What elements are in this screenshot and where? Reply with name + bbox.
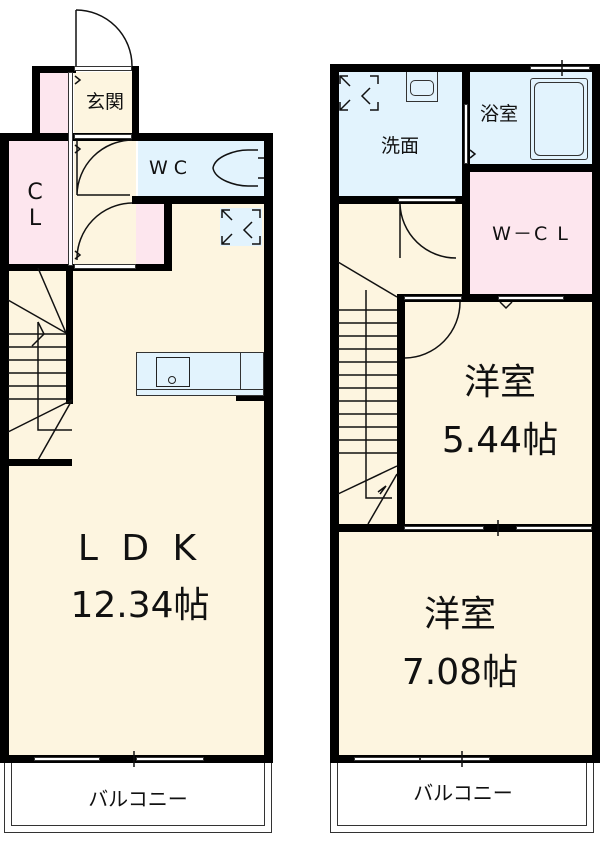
bathtub-inner <box>534 82 584 156</box>
balcony-2-inner <box>337 763 587 826</box>
walk-in-closet-label: W－C L <box>492 223 570 245</box>
window <box>136 757 204 761</box>
sink-drain <box>168 376 176 384</box>
wall <box>132 196 272 204</box>
door-marker-icon <box>74 75 513 310</box>
closet-label-l: L <box>28 206 42 231</box>
balcony-2 <box>330 763 594 833</box>
wall <box>462 64 470 296</box>
balcony-1-inner <box>11 763 265 826</box>
counter-divider <box>240 352 241 390</box>
room-bathroom <box>470 72 592 164</box>
bedroom-2-size: 7.08帖 <box>401 652 519 693</box>
ldk-size: 12.34帖 <box>70 585 210 626</box>
hallway <box>74 140 136 265</box>
bathroom-label: 浴室 <box>479 103 518 125</box>
ldk-name: L D K <box>77 528 203 569</box>
wall <box>0 133 9 763</box>
kitchen-counter[interactable] <box>136 352 264 396</box>
washroom-label: 洗面 <box>380 135 419 157</box>
wall <box>397 294 405 530</box>
kitchen-sink <box>156 357 190 387</box>
wash-basin <box>406 72 438 102</box>
room-washroom <box>338 72 462 197</box>
front-door[interactable] <box>75 9 133 67</box>
closet-label-c: C <box>27 180 43 205</box>
window <box>74 66 132 71</box>
bedroom-1-size: 5.44帖 <box>441 420 559 461</box>
wall <box>32 66 76 73</box>
window <box>516 526 592 530</box>
window-tick <box>133 60 563 767</box>
wall <box>66 264 73 404</box>
wall <box>330 64 339 763</box>
room-bedroom-1 <box>404 302 592 524</box>
door-swing[interactable] <box>76 139 461 359</box>
ventilation-icon <box>339 75 379 111</box>
window <box>420 757 490 761</box>
counter-edge <box>136 389 264 390</box>
window <box>68 72 73 266</box>
staircase[interactable] <box>337 261 398 525</box>
window <box>464 104 468 164</box>
room-walk-in-closet <box>470 172 592 296</box>
window <box>398 198 456 202</box>
window <box>404 296 462 300</box>
staircase[interactable] <box>7 267 73 461</box>
balcony-2-label: バルコニー <box>413 781 513 805</box>
entrance-label: 玄関 <box>85 91 124 113</box>
toilet-icon <box>212 149 264 187</box>
room-wc <box>138 140 264 196</box>
window <box>74 264 136 269</box>
bathtub <box>530 78 588 160</box>
window <box>354 757 420 761</box>
window <box>498 296 564 300</box>
ventilation-icon <box>221 209 261 245</box>
wall <box>0 459 72 466</box>
storage-niche <box>136 202 164 264</box>
wall <box>264 133 273 763</box>
balcony-1-label: バルコニー <box>88 787 188 811</box>
shoe-storage <box>38 72 68 134</box>
room-closet <box>8 140 68 265</box>
window <box>74 134 132 139</box>
wall <box>32 66 40 140</box>
bedroom-1-name: 洋室 <box>463 362 536 403</box>
window <box>34 757 100 761</box>
window <box>404 526 484 530</box>
wall <box>462 164 600 172</box>
room-entrance <box>74 72 132 134</box>
wall <box>132 66 139 140</box>
window <box>530 66 590 70</box>
wall <box>236 396 264 401</box>
wall <box>0 133 272 141</box>
wall <box>592 64 600 763</box>
room-bedroom-2 <box>338 532 592 757</box>
balcony-1 <box>4 763 272 833</box>
wash-basin-bowl <box>410 80 434 96</box>
wc-label: W C <box>148 157 188 179</box>
bedroom-2-name: 洋室 <box>423 594 496 635</box>
wall <box>164 196 172 266</box>
